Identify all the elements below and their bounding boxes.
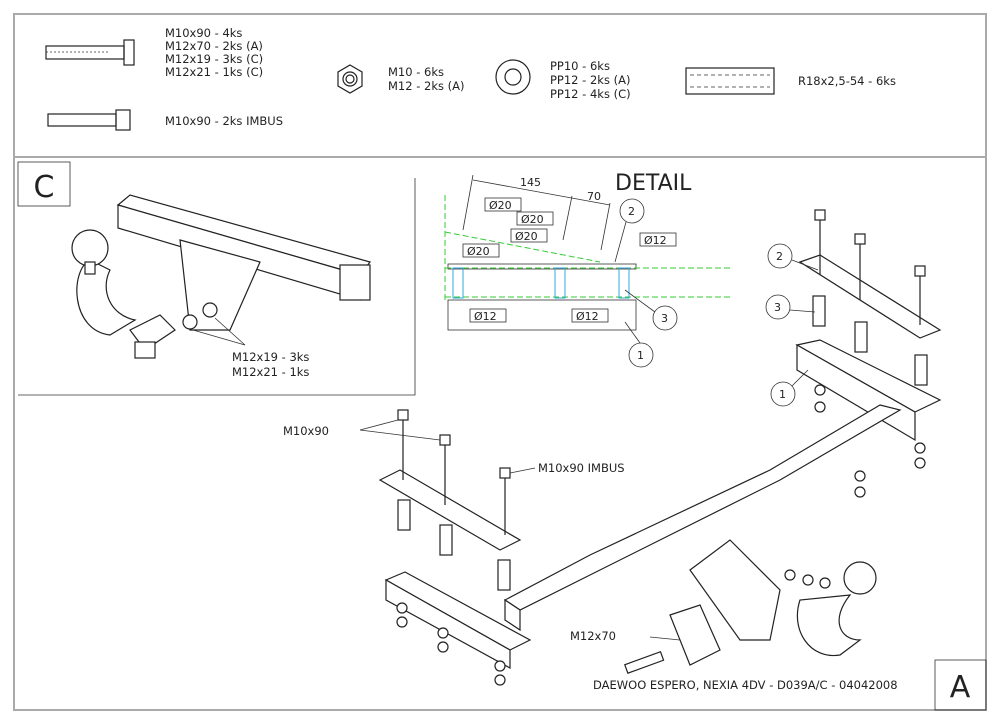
- svg-text:Ø20: Ø20: [515, 230, 538, 243]
- view-a-callout-2: 2: [776, 250, 783, 263]
- svg-text:Ø20: Ø20: [467, 245, 490, 258]
- detail-drawing: DETAIL 145 70 Ø20 Ø20 Ø20 Ø20 Ø12 Ø12 Ø1…: [444, 171, 730, 368]
- view-a-label: A: [950, 670, 971, 705]
- m12x70-label: M12x70: [570, 629, 616, 643]
- imbus-bolt-label: M10x90 - 2ks IMBUS: [165, 114, 283, 128]
- imbus-bolt-icon: [47, 109, 131, 131]
- washer-list: PP10 - 6ks PP12 - 2ks (A) PP12 - 4ks (C): [550, 59, 634, 101]
- view-a-label-box: [934, 659, 987, 711]
- bolt-list: M10x90 - 4ks M12x70 - 2ks (A) M12x19 - 3…: [165, 26, 267, 79]
- svg-text:Ø12: Ø12: [474, 310, 497, 323]
- view-c-label: C: [34, 170, 55, 205]
- view-a-callout-1: 1: [779, 388, 786, 401]
- spacer-tube-icon: [685, 67, 775, 95]
- detail-callout-2: 2: [628, 205, 635, 218]
- dim-145: 145: [520, 176, 541, 189]
- svg-text:Ø12: Ø12: [576, 310, 599, 323]
- drawing-footer-title: DAEWOO ESPERO, NEXIA 4DV - D039A/C - 040…: [593, 678, 898, 692]
- svg-text:Ø20: Ø20: [489, 199, 512, 212]
- detail-title: DETAIL: [615, 171, 692, 196]
- m10x90-label: M10x90: [283, 424, 329, 438]
- view-c-label-box: [17, 161, 71, 207]
- m10x90-imbus-label: M10x90 IMBUS: [538, 461, 625, 475]
- bolt-icon: [45, 39, 135, 66]
- diameter-labels: Ø20 Ø20 Ø20 Ø20 Ø12 Ø12 Ø12: [462, 197, 677, 323]
- svg-text:Ø20: Ø20: [521, 213, 544, 226]
- view-a-callout-3: 3: [774, 301, 781, 314]
- view-c-bolt-list: M12x19 - 3ks M12x21 - 1ks: [232, 350, 313, 379]
- svg-text:Ø12: Ø12: [644, 234, 667, 247]
- detail-callout-3: 3: [661, 312, 668, 325]
- view-c-ball-mount-drawing: [71, 194, 372, 359]
- view-c-panel-border: [18, 178, 416, 396]
- washer-icon: [495, 59, 531, 95]
- nut-icon: [337, 64, 363, 94]
- spacer-label: R18x2,5-54 - 6ks: [798, 74, 896, 88]
- detail-callout-1: 1: [637, 349, 644, 362]
- outer-frame: [13, 13, 987, 711]
- nut-list: M10 - 6ks M12 - 2ks (A): [388, 65, 464, 93]
- view-a-towbar-drawing: [359, 209, 942, 686]
- dim-70: 70: [587, 190, 601, 203]
